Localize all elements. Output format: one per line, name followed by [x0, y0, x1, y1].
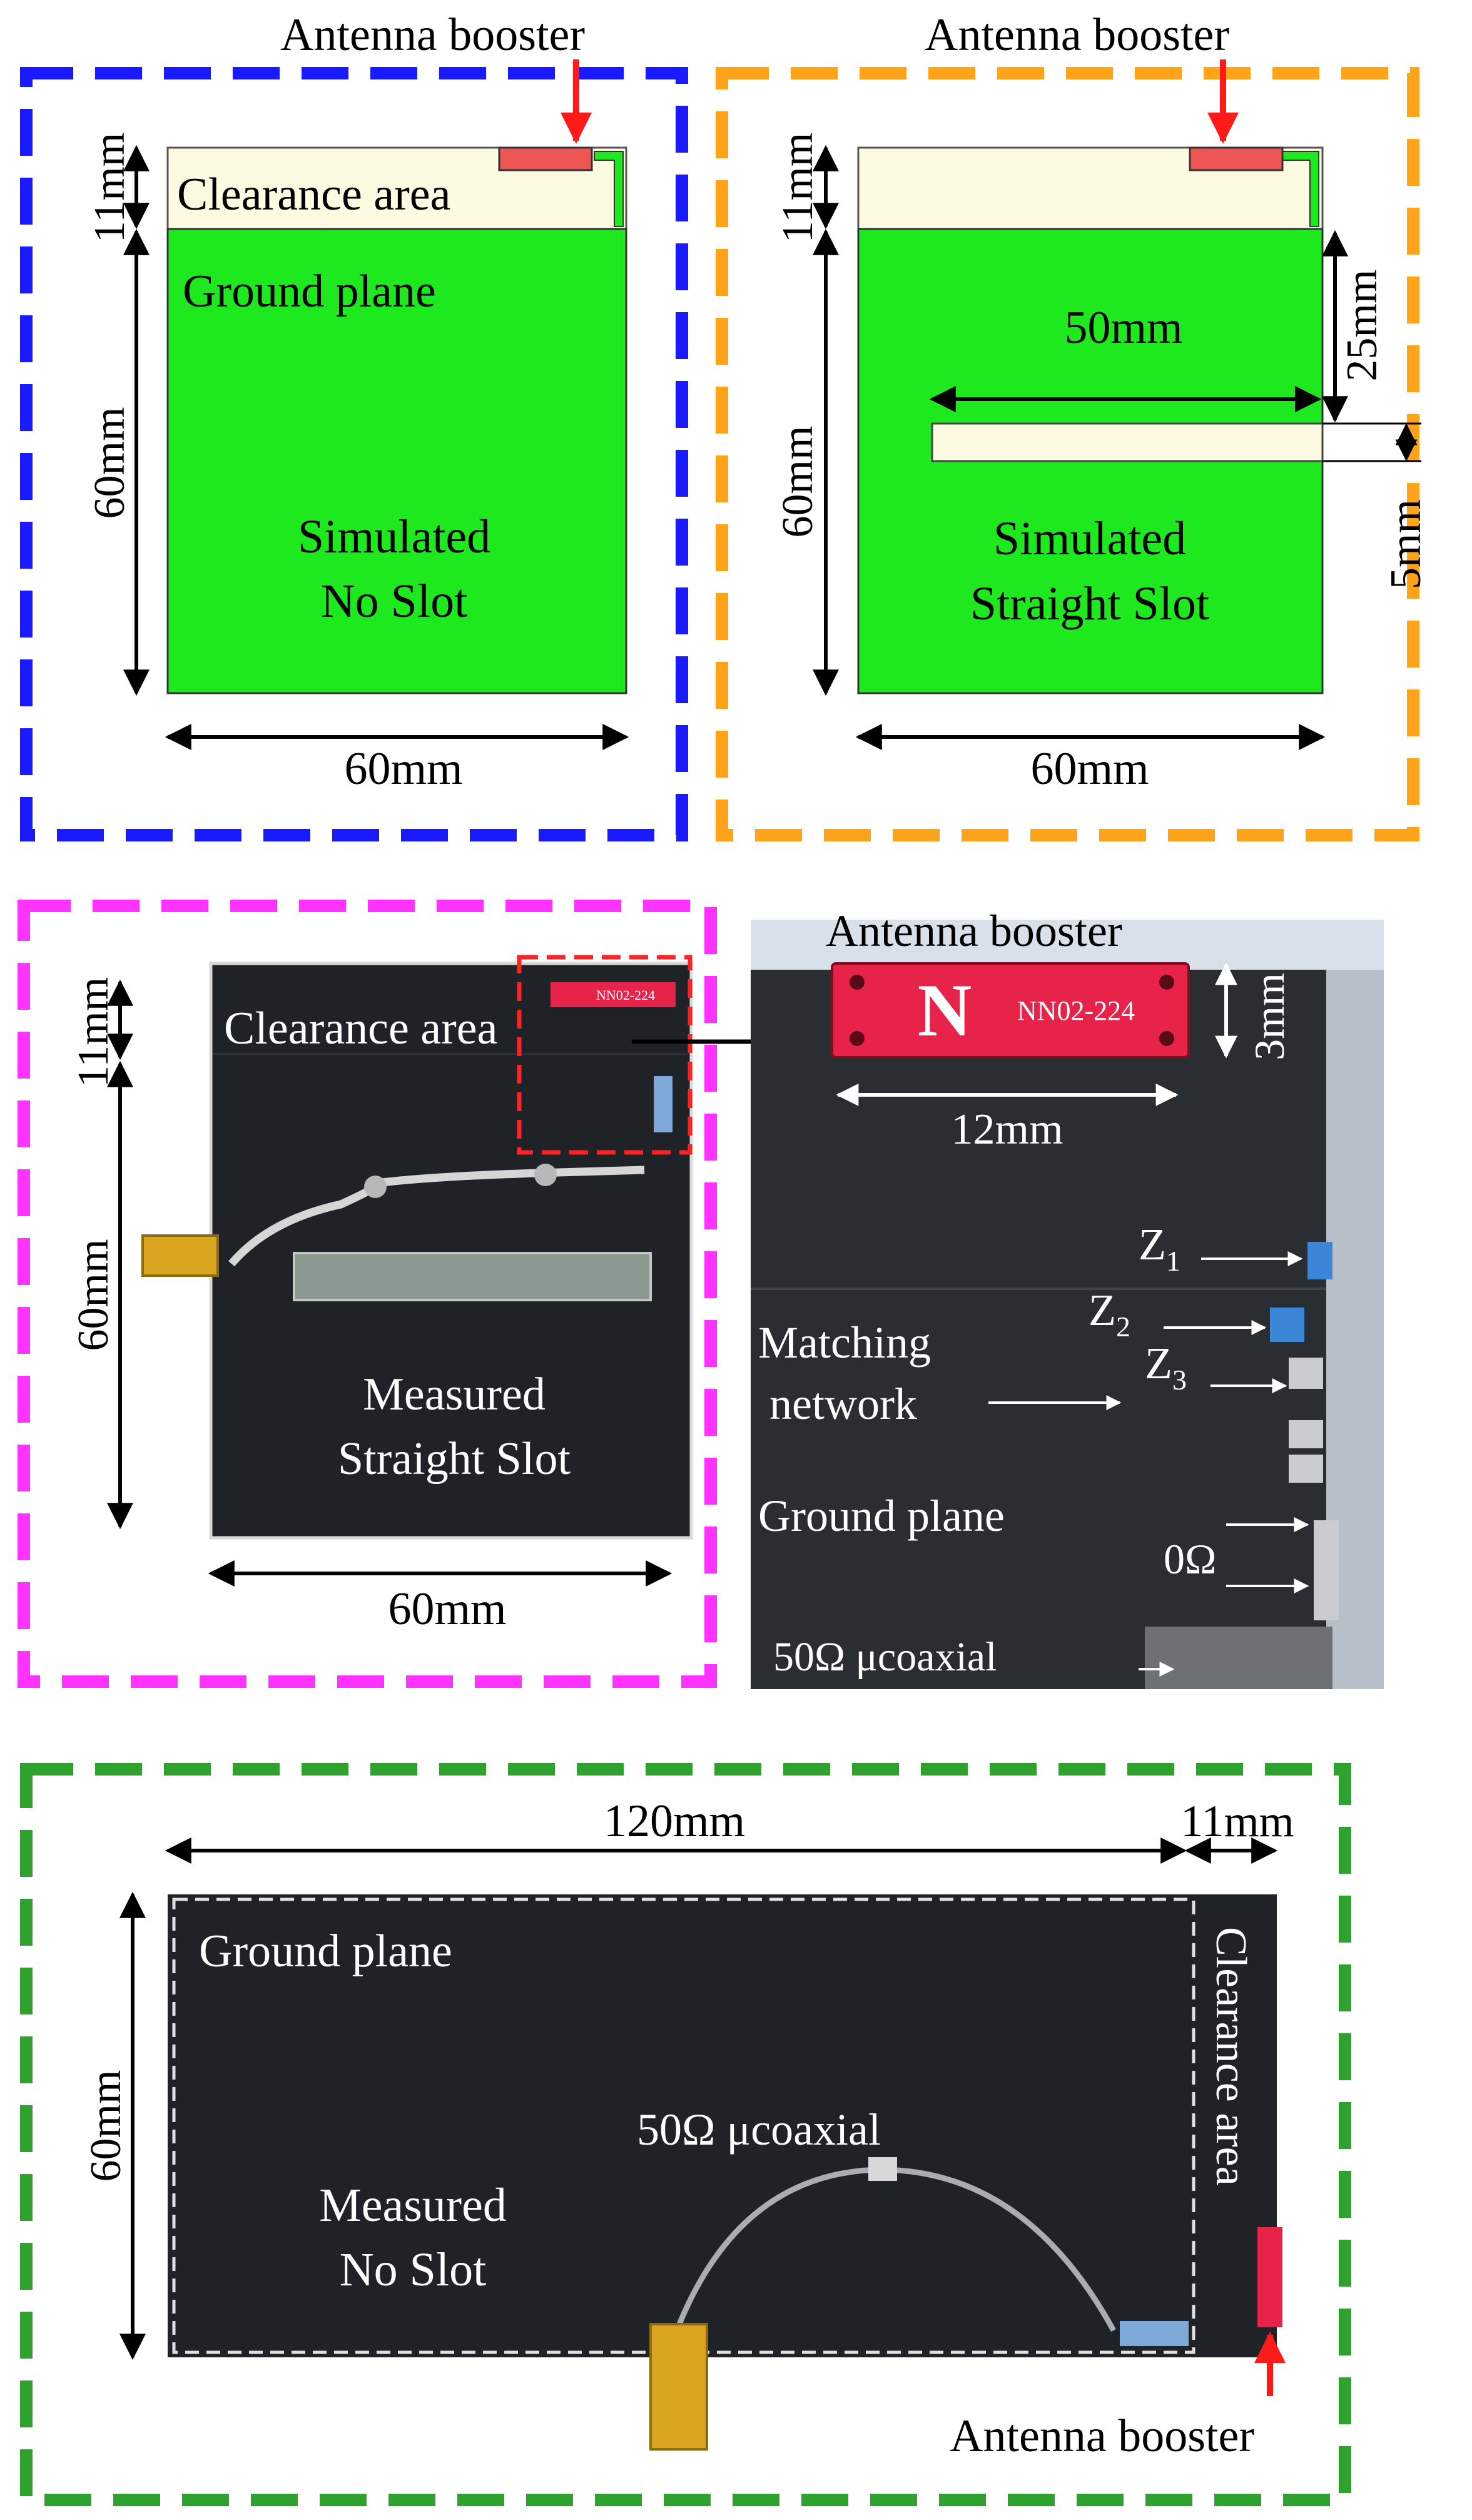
panel-c-booster-chip — [551, 982, 676, 1007]
panel-e-sma-connector — [649, 2323, 708, 2451]
panel-a-dim-clearance: 11mm — [86, 133, 134, 243]
panel-d-chip-pad-3 — [1159, 975, 1174, 990]
panel-a-antenna-trace — [594, 151, 624, 227]
panel-c-zoom-box — [517, 955, 693, 1155]
panel-b-title-line2: Straight Slot — [970, 577, 1209, 630]
panel-c-slot — [293, 1252, 652, 1301]
panel-d-component-z3 — [1289, 1358, 1323, 1389]
panel-c-solder-joint-1 — [364, 1176, 387, 1198]
panel-measured-no-slot: Ground plane Clearance area Antenna boos… — [20, 1763, 1351, 2506]
panel-a-title-line1: Simulated — [298, 511, 490, 563]
panel-d-z1-label: Z1 — [1139, 1219, 1180, 1277]
panel-b-title-line1: Simulated — [993, 512, 1186, 565]
panel-d-z2-label: Z2 — [1089, 1285, 1130, 1343]
panel-d-coax-solder — [1145, 1627, 1332, 1689]
panel-a-ground-plane — [166, 228, 627, 694]
panel-a-clearance-label: Clearance area — [177, 169, 450, 220]
svg-text:Z1: Z1 — [1139, 1219, 1180, 1277]
panel-d-chip-pad-4 — [1159, 1031, 1174, 1046]
panel-d-matching-line2: network — [769, 1379, 917, 1429]
panel-measured-straight-slot: NN02-224 Clearance area Measured Straigh… — [18, 900, 835, 1688]
panel-c-matching-parts — [654, 1076, 673, 1132]
panel-d-dim-chip-width: 3mm — [1246, 973, 1293, 1060]
panel-e-matching-parts — [1120, 2321, 1189, 2346]
panel-a-booster-chip — [498, 146, 593, 171]
panel-e-cable-clip — [868, 2157, 897, 2181]
panel-d-booster-chip — [831, 962, 1190, 1059]
panel-c-frame — [18, 900, 717, 1688]
panel-d-zero-ohm: 0Ω — [1164, 1535, 1217, 1583]
panel-e-ground-label: Ground plane — [199, 1926, 452, 1977]
panel-d-component-z2 — [1270, 1308, 1304, 1342]
panel-a-dim-height: 60mm — [86, 407, 134, 519]
panel-c-dim-height: 60mm — [69, 1239, 118, 1351]
panel-b-dim-clearance: 11mm — [774, 133, 822, 243]
panel-c-pcb — [209, 962, 693, 1540]
panel-d-chip-text: NN02-224 — [1017, 995, 1135, 1026]
panel-b-dim-slot-width: 5mm — [1382, 499, 1430, 589]
svg-text:Z3: Z3 — [1145, 1338, 1187, 1396]
panel-d-chip-pad-1 — [850, 975, 865, 990]
panel-simulated-straight-slot: Antenna booster 50mm 25mm 5mm Simulated … — [716, 9, 1430, 841]
panel-e-booster-chip — [1257, 2227, 1282, 2327]
panel-e-pcb — [168, 1894, 1277, 2357]
panel-d-coax-label: 50Ω μcoaxial — [773, 1634, 997, 1680]
panel-d-component-z4 — [1289, 1420, 1323, 1448]
panel-b-slot — [931, 422, 1324, 462]
panel-c-chip-text: NN02-224 — [596, 987, 655, 1003]
panel-d-booster-label: Antenna booster — [826, 906, 1122, 956]
panel-c-dim-clearance: 11mm — [69, 977, 118, 1087]
panel-a-title-line2: No Slot — [321, 575, 467, 627]
panel-e-title-line2: No Slot — [340, 2243, 486, 2296]
panel-c-sma-connector — [141, 1234, 219, 1277]
panel-d-chip-logo: N — [918, 968, 972, 1052]
panel-b-dim-width: 60mm — [1030, 743, 1149, 795]
panel-d-chip-pad-2 — [850, 1031, 865, 1046]
panel-d-photo-top — [751, 920, 1384, 970]
panel-e-dim-clearance: 11mm — [1180, 1796, 1294, 1846]
panel-c-title-line1: Measured — [363, 1369, 546, 1420]
panel-e-title-line1: Measured — [319, 2179, 507, 2232]
panel-c-solder-joint-2 — [534, 1164, 557, 1186]
panel-d-dim-chip-length: 12mm — [952, 1105, 1063, 1154]
panel-b-dim-offset: 25mm — [1338, 270, 1386, 382]
panel-c-title-line2: Straight Slot — [338, 1433, 571, 1485]
panel-d-ground-label: Ground plane — [758, 1491, 1005, 1541]
panel-a-booster-label: Antenna booster — [280, 9, 585, 61]
panel-e-coax-label: 50Ω μcoaxial — [637, 2105, 881, 2155]
panel-c-dim-width: 60mm — [388, 1583, 506, 1635]
panel-a-dim-width: 60mm — [344, 743, 462, 795]
panel-a-frame — [20, 67, 688, 841]
panel-b-booster-label: Antenna booster — [925, 9, 1229, 61]
panel-b-dim-slot-length: 50mm — [1064, 302, 1182, 353]
panel-d-component-z5 — [1289, 1455, 1323, 1483]
panel-d-matching-line1: Matching — [758, 1318, 931, 1368]
panel-e-booster-label: Antenna booster — [950, 2411, 1254, 2462]
panel-zoomed-detail: Antenna booster N NN02-224 12mm 3mm Z1 Z… — [751, 906, 1384, 1689]
panel-b-dim-height: 60mm — [774, 426, 822, 538]
panel-a-ground-label: Ground plane — [183, 266, 436, 317]
panel-d-z3-label: Z3 — [1145, 1338, 1187, 1396]
panel-d-component-0ohm — [1314, 1520, 1339, 1620]
svg-text:Z2: Z2 — [1089, 1285, 1130, 1343]
panel-c-clearance-label: Clearance area — [224, 1003, 497, 1054]
panel-e-clearance-label: Clearance area — [1207, 1927, 1255, 2186]
panel-e-frame — [20, 1763, 1351, 2506]
panel-e-dim-height: 60mm — [82, 2070, 130, 2182]
panel-d-component-z1 — [1307, 1242, 1332, 1279]
panel-simulated-no-slot: Antenna booster Clearance area Ground pl… — [20, 9, 688, 841]
panel-b-booster-chip — [1189, 146, 1284, 171]
panel-e-dim-length: 120mm — [604, 1796, 745, 1847]
